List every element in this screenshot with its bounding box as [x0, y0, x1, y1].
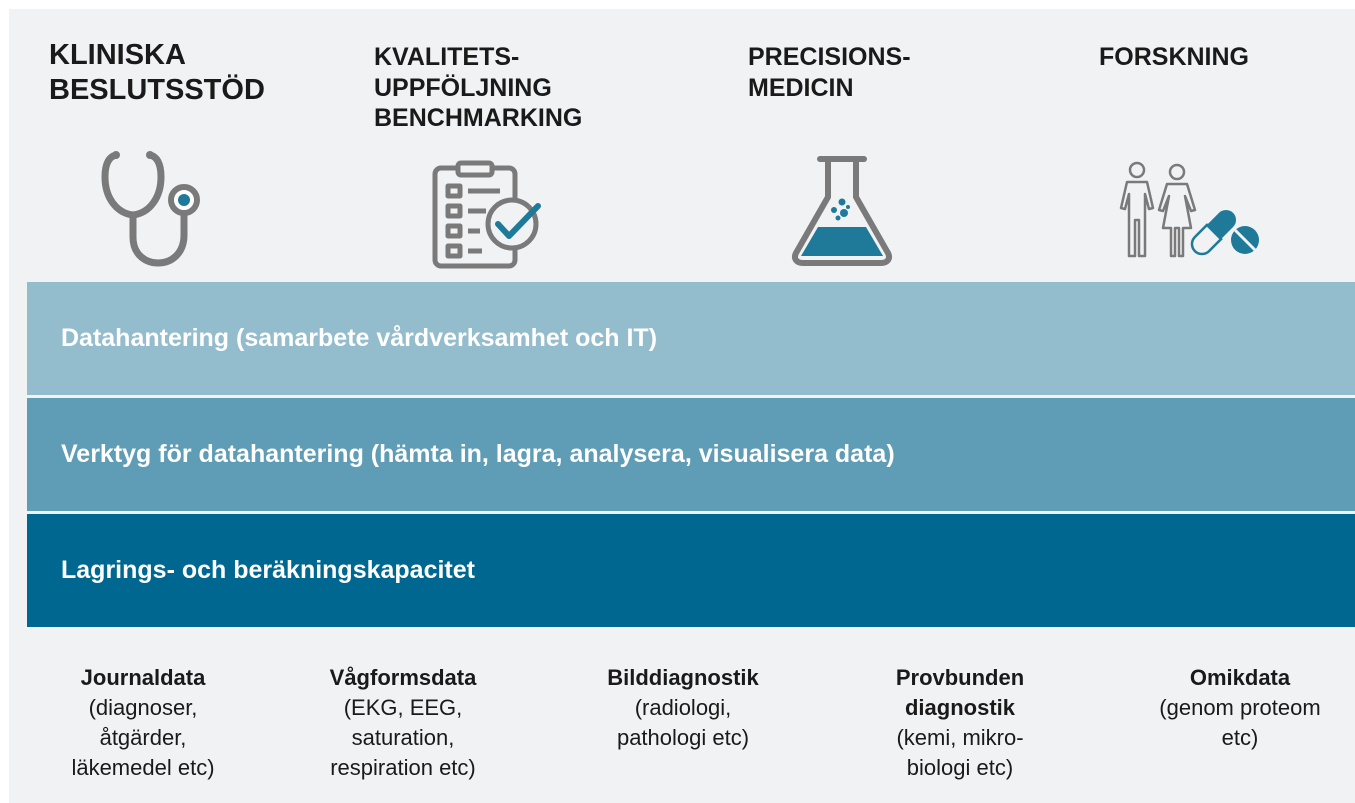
- layer-data-tools: Verktyg för datahantering (hämta in, lag…: [27, 398, 1355, 511]
- layer-storage-compute: Lagrings- och beräkningskapacitet: [27, 514, 1355, 627]
- title-line: KLINISKA: [49, 39, 186, 71]
- app-title-quality-followup: KVALITETS- UPPFÖLJNING BENCHMARKING: [374, 42, 582, 134]
- title-line: FORSKNING: [1099, 43, 1249, 71]
- layer-data-management: Datahantering (samarbete vårdverksamhet …: [27, 282, 1355, 395]
- source-detail: (kemi, mikro-: [896, 725, 1024, 750]
- source-detail: läkemedel etc): [71, 755, 215, 780]
- data-source-journal: Journaldata (diagnoser, åtgärder, läkeme…: [38, 663, 248, 783]
- title-line: BENCHMARKING: [374, 104, 583, 132]
- layer-label: Verktyg för datahantering (hämta in, lag…: [61, 440, 895, 468]
- source-detail: åtgärder,: [99, 725, 187, 750]
- flask-icon: [792, 156, 892, 266]
- data-source-waveform: Vågformsdata (EKG, EEG, saturation, resp…: [303, 663, 503, 783]
- source-heading: Journaldata: [80, 665, 206, 690]
- source-detail: pathologi etc): [616, 725, 750, 750]
- source-heading: diagnostik: [904, 695, 1015, 720]
- stethoscope-icon: [101, 151, 200, 267]
- data-source-lab-diagnostics: Provbunden diagnostik (kemi, mikro- biol…: [860, 663, 1060, 783]
- source-detail: (radiologi,: [634, 695, 732, 720]
- source-detail: (EKG, EEG,: [343, 695, 463, 720]
- app-title-research: FORSKNING: [1099, 42, 1249, 73]
- source-detail: biologi etc): [906, 755, 1014, 780]
- data-source-omics: Omikdata (genom proteom etc): [1135, 663, 1345, 753]
- source-detail: saturation,: [351, 725, 455, 750]
- title-line: BESLUTSSTÖD: [49, 74, 265, 107]
- title-line: PRECISIONS-: [748, 43, 911, 71]
- app-title-precision-medicine: PRECISIONS- MEDICIN: [748, 42, 911, 103]
- layer-label: Lagrings- och beräkningskapacitet: [61, 556, 475, 584]
- source-detail: (diagnoser,: [88, 695, 198, 720]
- layer-label: Datahantering (samarbete vårdverksamhet …: [61, 324, 658, 352]
- source-detail: (genom proteom: [1159, 695, 1321, 720]
- source-heading: Omikdata: [1189, 665, 1291, 690]
- title-line: MEDICIN: [748, 73, 854, 102]
- title-line: KVALITETS-: [374, 43, 520, 71]
- source-detail: etc): [1221, 725, 1259, 750]
- source-heading: Provbunden: [895, 665, 1025, 690]
- people-pills-icon: [1119, 161, 1259, 258]
- source-heading: Vågformsdata: [329, 665, 477, 690]
- checklist-icon: [432, 160, 541, 269]
- source-heading: Bilddiagnostik: [607, 665, 759, 690]
- source-detail: respiration etc): [330, 755, 476, 780]
- title-line: UPPFÖLJNING: [374, 73, 552, 102]
- data-source-imaging: Bilddiagnostik (radiologi, pathologi etc…: [583, 663, 783, 753]
- app-title-clinical-decision-support: KLINISKA BESLUTSSTÖD: [49, 38, 265, 109]
